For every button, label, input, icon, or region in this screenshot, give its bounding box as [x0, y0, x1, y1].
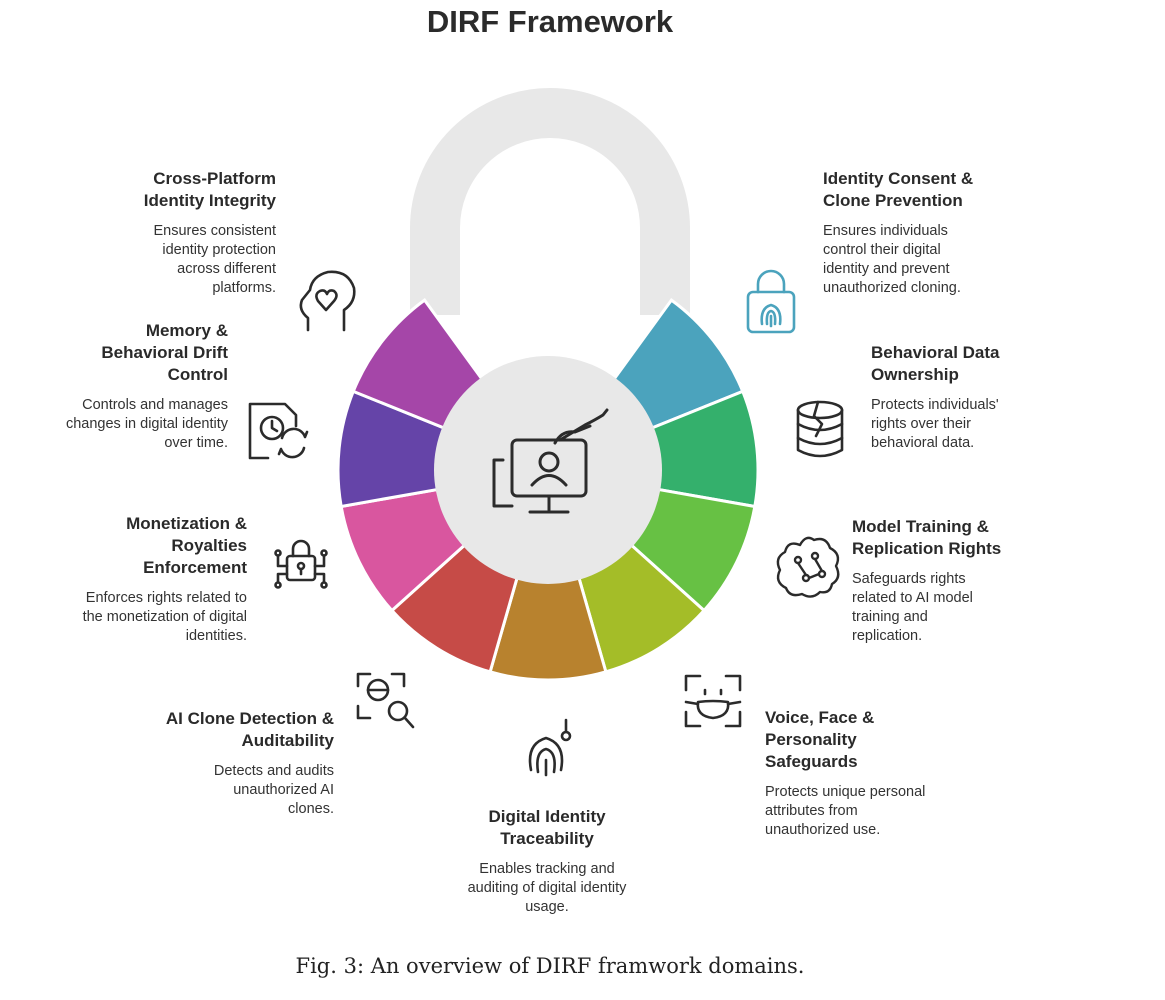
- domain-title: Voice, Face & Personality Safeguards: [765, 708, 875, 771]
- domain-title: Cross-Platform Identity Integrity: [143, 169, 276, 210]
- domain-cross-platform-identity-integrity: Cross-Platform Identity Integrity Ensure…: [96, 168, 276, 298]
- face-scan-mask-icon: [684, 674, 742, 728]
- circuit-lock-icon: [274, 539, 328, 589]
- head-heart-icon: [299, 270, 356, 332]
- domain-description: Ensures individuals control their digita…: [823, 223, 961, 296]
- domain-title: Behavioral Data Ownership: [871, 343, 1000, 384]
- domain-ring: [336, 298, 760, 682]
- fingerprint-trace-icon: [528, 718, 572, 777]
- monitor-user-touch-icon: [492, 408, 609, 514]
- face-scan-search-icon: [356, 672, 415, 729]
- cracked-database-icon: [796, 400, 844, 458]
- domain-voice-face-personality-safeguards: Voice, Face & Personality Safeguards Pro…: [765, 707, 945, 840]
- domain-title: Model Training & Replication Rights: [852, 517, 1002, 558]
- domain-description: Safeguards rights related to AI model tr…: [852, 571, 973, 644]
- domain-memory-behavioral-drift-control: Memory & Behavioral Drift Control Contro…: [48, 320, 228, 453]
- diagram-title: DIRF Framework: [426, 4, 674, 39]
- document-clock-icon: [248, 402, 309, 460]
- figure-caption: Fig. 3: An overview of DIRF framwork dom…: [295, 954, 805, 978]
- lock-shackle: [410, 88, 690, 315]
- domain-description: Protects unique personal attributes from…: [765, 784, 926, 838]
- domain-digital-identity-traceability: Digital Identity Traceability Enables tr…: [462, 806, 632, 917]
- domain-description: Enables tracking and auditing of digital…: [467, 861, 627, 915]
- domain-monetization-royalties-enforcement: Monetization & Royalties Enforcement Enf…: [67, 513, 247, 646]
- domain-description: Controls and manages changes in digital …: [65, 397, 228, 451]
- domain-behavioral-data-ownership: Behavioral Data Ownership Protects indiv…: [871, 342, 1031, 453]
- domain-identity-consent-clone-prevention: Identity Consent & Clone Prevention Ensu…: [823, 168, 1003, 298]
- domain-description: Protects individuals' rights over their …: [871, 397, 999, 451]
- domain-model-training-replication-rights: Model Training & Replication Rights Safe…: [852, 516, 1022, 646]
- domain-ai-clone-detection-auditability: AI Clone Detection & Auditability Detect…: [154, 708, 334, 819]
- domain-title: Monetization & Royalties Enforcement: [126, 514, 247, 577]
- domain-title: AI Clone Detection & Auditability: [165, 709, 334, 750]
- domain-description: Ensures consistent identity protection a…: [153, 223, 276, 296]
- domain-description: Detects and audits unauthorized AI clone…: [213, 763, 334, 817]
- domain-title: Identity Consent & Clone Prevention: [823, 169, 974, 210]
- domain-title: Digital Identity Traceability: [488, 807, 606, 848]
- fingerprint-lock-icon: [746, 269, 796, 334]
- brain-circuit-icon: [776, 536, 840, 598]
- domain-description: Enforces rights related to the monetizat…: [82, 590, 247, 644]
- domain-title: Memory & Behavioral Drift Control: [101, 321, 228, 384]
